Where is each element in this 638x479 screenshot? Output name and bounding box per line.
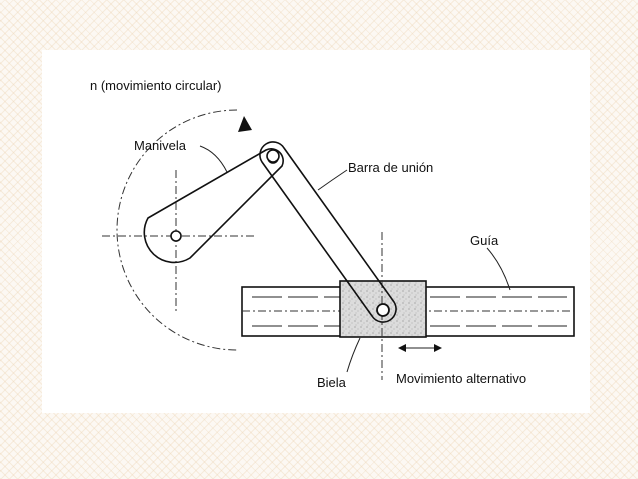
- crank-link: [143, 148, 284, 264]
- slider-leader: [346, 337, 361, 373]
- crank-pivot: [170, 230, 182, 242]
- rod-top-pin: [266, 149, 280, 163]
- label-circular-motion: n (movimiento circular): [90, 78, 221, 93]
- arrowhead-right-icon: [434, 344, 442, 352]
- label-connecting-bar: Barra de unión: [348, 160, 433, 175]
- label-slider: Biela: [317, 375, 347, 390]
- crank-leader: [199, 145, 228, 173]
- connecting-rod: [259, 141, 397, 323]
- label-guide: Guía: [470, 233, 499, 248]
- circular-path: [116, 109, 238, 351]
- crank-slider-diagram: n (movimiento circular) Manivela Barra d…: [90, 78, 575, 390]
- bar-leader: [317, 169, 348, 191]
- label-reciprocating-motion: Movimiento alternativo: [396, 371, 526, 386]
- label-crank: Manivela: [134, 138, 187, 153]
- rotation-arrow-icon: [238, 116, 252, 132]
- slider-pin: [376, 303, 390, 317]
- slide-frame: n (movimiento circular) Manivela Barra d…: [42, 50, 590, 413]
- guide-leader: [486, 247, 511, 291]
- arrowhead-left-icon: [398, 344, 406, 352]
